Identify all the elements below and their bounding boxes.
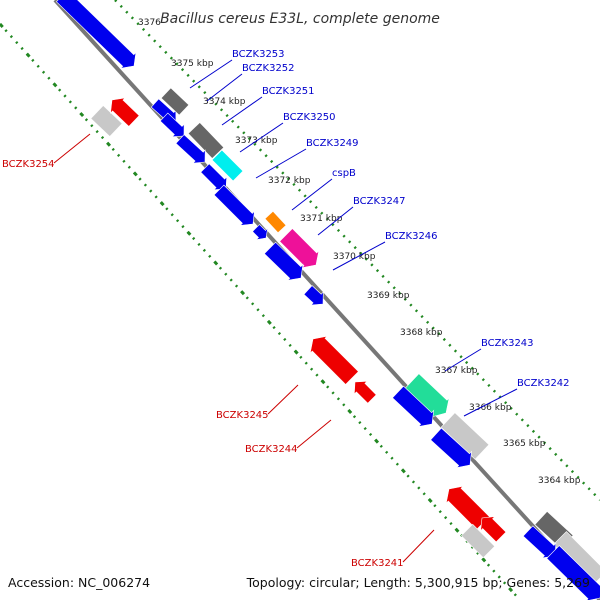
gene-arrow	[200, 163, 228, 191]
label-leader-line	[296, 419, 332, 449]
label-leader-line	[444, 348, 482, 372]
gene-arrow	[263, 241, 304, 281]
gene-arrow	[480, 516, 507, 543]
gene-arrow	[213, 184, 255, 226]
backbone-line	[53, 0, 600, 600]
scale-label: 3365 kbp	[503, 439, 546, 449]
gene-label: BCZK3245	[216, 410, 269, 421]
label-leader-line	[317, 206, 354, 236]
gene-arrow	[303, 285, 324, 306]
gene-arrow	[309, 335, 359, 385]
gene-block	[264, 210, 287, 234]
gene-arrow	[55, 0, 137, 69]
gene-arrow	[159, 112, 185, 138]
gene-arrow	[110, 97, 140, 127]
scale-label: 3367 kbp	[435, 366, 478, 376]
gene-arrow	[546, 545, 600, 600]
gene-label: BCZK3253	[232, 49, 285, 60]
gene-label: BCZK3249	[306, 138, 359, 149]
label-leader-line	[255, 148, 307, 179]
gene-block	[90, 105, 123, 137]
tick-row-outer	[114, 0, 600, 501]
scale-label: 3375 kbp	[171, 59, 214, 69]
gene-label: BCZK3254	[2, 159, 55, 170]
label-leader-line	[291, 178, 333, 211]
label-leader-line	[267, 384, 299, 415]
gene-arrow	[279, 228, 320, 269]
label-leader-line	[189, 59, 233, 89]
backbone	[53, 0, 600, 600]
scale-label: 3376	[138, 18, 161, 28]
gene-block	[187, 122, 225, 159]
label-leader-line	[463, 388, 518, 417]
gene-arrow	[430, 427, 472, 469]
gene-label: BCZK3244	[245, 444, 298, 455]
gene-arrow	[392, 385, 435, 427]
gene-label: BCZK3243	[481, 338, 534, 349]
scale-label: 3371 kbp	[300, 214, 343, 224]
scale-label: 3368 kbp	[400, 328, 443, 338]
label-leader-line	[206, 73, 243, 102]
tick-row-inner-major	[0, 22, 522, 600]
accession-text: Accession: NC_006274	[8, 575, 151, 590]
gene-label: BCZK3250	[283, 112, 336, 123]
label-leader-line	[53, 133, 91, 164]
scale-label: 3364 kbp	[538, 476, 581, 486]
gene-arrow	[445, 485, 490, 530]
gene-labels: BCZK3253BCZK3252BCZK3251BCZK3250BCZK3249…	[2, 49, 570, 569]
tick-row-inner	[0, 23, 521, 600]
gene-label: BCZK3246	[385, 231, 438, 242]
gene-block	[160, 87, 190, 116]
scale-label: 3372 kbp	[268, 176, 311, 186]
scale-label: 3370 kbp	[333, 252, 376, 262]
gene-label: BCZK3241	[351, 558, 404, 569]
label-leader-line	[221, 96, 263, 126]
gene-label: BCZK3251	[262, 86, 315, 97]
scale-label: 3374 kbp	[203, 97, 246, 107]
gene-block	[460, 523, 496, 559]
gene-features	[55, 0, 600, 600]
gene-block	[211, 149, 244, 182]
label-leader-line	[332, 241, 386, 271]
gene-arrow	[353, 380, 377, 404]
gene-arrow	[252, 224, 269, 241]
gene-label: BCZK3247	[353, 196, 406, 207]
label-leader-line	[402, 529, 435, 563]
gene-arrow	[175, 134, 206, 164]
topology-text: Topology: circular; Length: 5,300,915 bp…	[246, 575, 590, 590]
genome-title: Bacillus cereus E33L, complete genome	[160, 11, 440, 27]
scale-label: 3369 kbp	[367, 291, 410, 301]
label-leader-line	[239, 122, 284, 153]
gene-label: BCZK3252	[242, 63, 295, 74]
gene-label: BCZK3242	[517, 378, 570, 389]
scale-label: 3366 kbp	[469, 403, 512, 413]
gene-label: cspB	[332, 168, 356, 179]
